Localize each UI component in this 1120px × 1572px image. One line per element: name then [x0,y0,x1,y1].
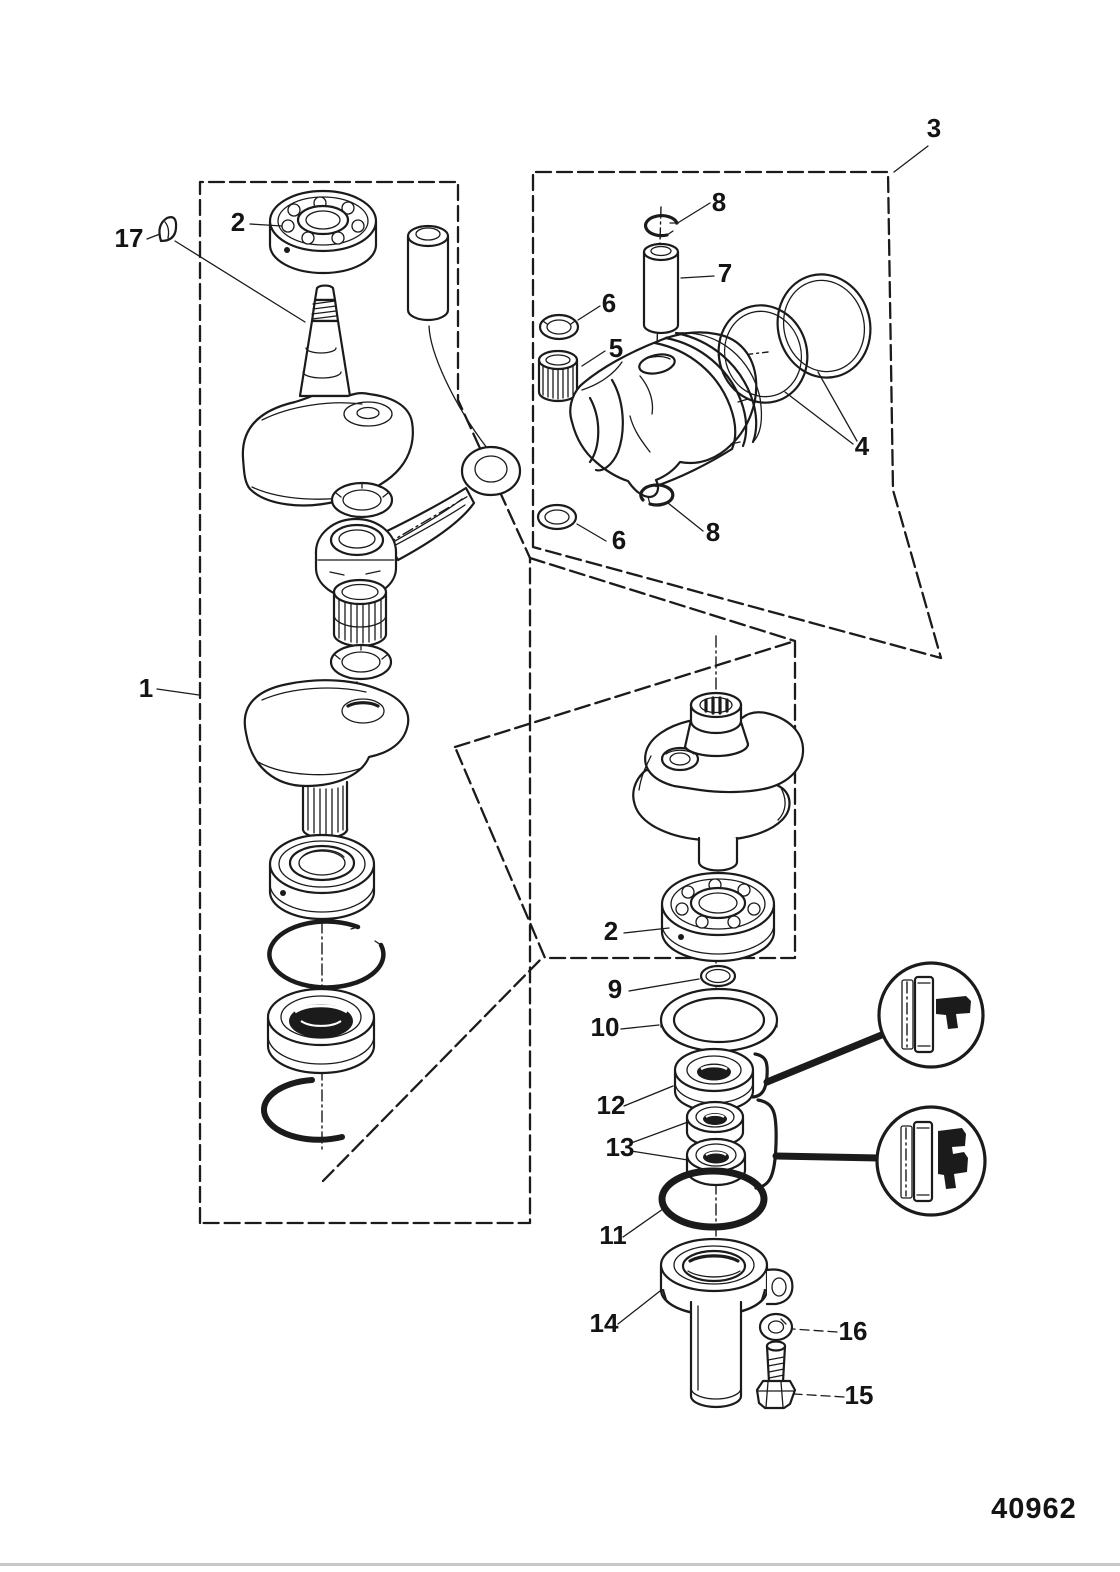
crankshaft-retaining-ring [267,919,386,990]
piston-pin-retainer-bottom [639,483,675,507]
pin-washer-bottom [536,503,578,531]
dashed-outline-group-lower [321,556,797,1183]
figure-number: 40962 [991,1493,1077,1525]
washer-ring-10 [659,987,779,1053]
connecting-rod [314,445,522,600]
oil-seal-12 [673,1047,755,1113]
callout-1: 1 [139,673,153,703]
dashed-outline-group-1 [198,180,532,1225]
lock-washer [758,1312,794,1342]
lower-crankshaft [632,691,805,872]
pin-washer-top [538,313,580,341]
oil-seal-13b [685,1137,747,1187]
piston-pin-retainer-top [644,214,679,238]
callout-2-upper: 2 [231,207,245,237]
callout-8-top: 8 [712,187,726,217]
callout-8-bottom: 8 [706,517,720,547]
pin-needle-bearing [537,349,579,403]
callout-6-top: 6 [602,288,616,318]
callout-13: 13 [606,1132,635,1162]
bolt [755,1340,797,1410]
callout-9: 9 [608,974,622,1004]
c-clip-left [260,1077,345,1143]
callout-6-bottom: 6 [612,525,626,555]
callout-15: 15 [845,1380,874,1410]
dashed-outline-group-3 [531,170,943,660]
end-cap [659,1237,794,1409]
oil-seal-13a [685,1100,745,1148]
lower-main-bearing-left [268,833,376,921]
piston [569,331,763,499]
callout-2-lower: 2 [604,916,618,946]
leader-lines [146,145,929,1398]
seal-detail-inset-upper [877,961,985,1069]
callout-16: 16 [839,1316,868,1346]
o-ring-11 [658,1167,768,1231]
callout-7: 7 [718,258,732,288]
callout-11: 11 [599,1220,627,1250]
callout-3: 3 [927,113,941,143]
crankpin [406,224,450,322]
lower-main-bearing-right [660,871,776,963]
callout-10: 10 [591,1012,620,1042]
callout-4: 4 [855,431,870,461]
oil-seal-left [266,987,376,1075]
upper-crankshaft [241,284,414,507]
seal-lip-glyph-upper [936,996,971,1029]
callout-5: 5 [609,333,623,363]
thrust-washer-lower [329,643,393,681]
callout-14: 14 [590,1308,619,1338]
o-ring-9 [699,964,737,988]
piston-rings [717,273,872,404]
seal-detail-inset-lower [875,1105,987,1217]
piston-pin [642,242,680,335]
seal-lip-glyph-lower [938,1128,968,1189]
center-crankshaft-web [243,679,410,840]
scan-edge-line [0,1563,1120,1566]
callout-labels: 17 2 1 3 8 7 6 5 4 6 8 2 9 10 12 13 11 1… [115,113,942,1410]
callout-12: 12 [597,1090,626,1120]
callout-17: 17 [115,223,144,253]
rod-needle-bearing [332,578,388,648]
upper-main-bearing [268,189,378,275]
thrust-washer-upper [330,481,394,519]
detail-brackets [751,1030,888,1190]
plug-17 [158,216,178,243]
